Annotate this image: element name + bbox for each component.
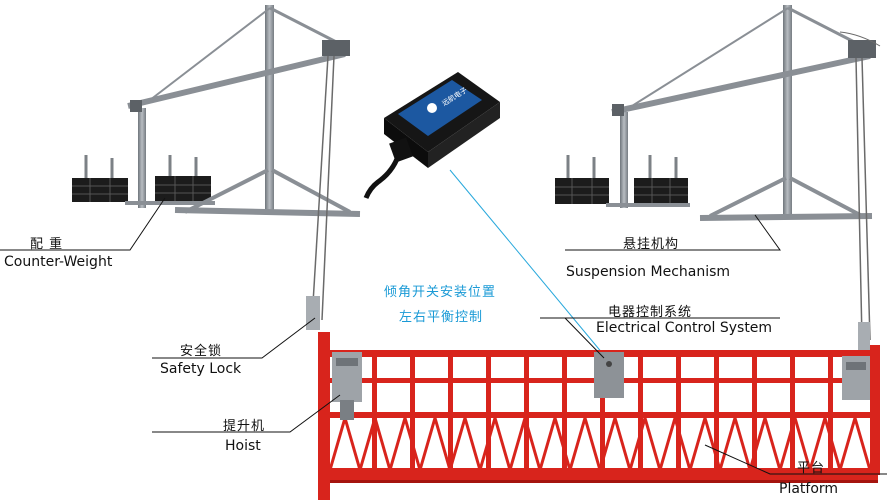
truss-member [808,412,842,471]
right-safety-lock [858,322,870,350]
counter-weight-label-en: Counter-Weight [4,254,113,270]
platform-post [676,350,681,475]
right-suspension-mechanism [555,5,881,341]
truss-member [328,412,362,471]
truss-member [508,412,542,471]
truss-member [478,412,512,471]
electrical-label-zh: 电器控制系统 [608,305,693,320]
platform-post [486,350,491,475]
suspension-label-en: Suspension Mechanism [566,264,731,280]
truss-member [628,412,662,471]
truss-member [718,412,752,471]
safety-lock-label-zh: 安全锁 [180,344,223,359]
truss-member [418,412,452,471]
truss-member [658,412,692,471]
left-hoist [332,352,362,420]
platform-post [790,350,795,475]
platform-posts [372,350,833,475]
right-hoist [842,356,870,400]
truss-member [748,412,782,471]
tilt-switch-note-line2: 左右平衡控制 [399,310,484,325]
platform-post [448,350,453,475]
truss-member [838,412,872,471]
truss-member [568,412,602,471]
leader-lines [0,197,887,475]
right-counterweight [555,155,688,204]
truss-member [448,412,482,471]
left-suspension-mechanism [72,5,361,321]
platform-post [600,350,605,475]
left-safety-lock [306,296,320,330]
tilt-switch-sensor: 远航电子 [363,72,500,199]
left-counterweight [72,155,211,202]
truss-member [538,412,572,471]
platform [306,296,880,500]
truss-member [358,412,392,471]
hoist-label-zh: 提升机 [223,419,266,434]
platform-label-en: Platform [779,481,839,497]
platform-post [372,350,377,475]
guide-line [449,169,609,361]
platform-truss [328,412,872,471]
truss-member [778,412,812,471]
platform-post [828,350,833,475]
truss-member [598,412,632,471]
safety-lock-label-en: Safety Lock [160,361,242,377]
suspension-label-zh: 悬挂机构 [623,237,680,252]
platform-post [638,350,643,475]
electrical-control-box [594,352,624,398]
platform-label-zh: 平台 [797,461,826,476]
platform-post [410,350,415,475]
truss-member [688,412,722,471]
hoist-label-en: Hoist [225,438,261,454]
platform-post [562,350,567,475]
counter-weight-label-zh: 配 重 [30,237,64,252]
electrical-label-en: Electrical Control System [596,320,773,336]
truss-member [388,412,422,471]
platform-post [714,350,719,475]
platform-post [524,350,529,475]
tilt-switch-note-line1: 倾角开关安装位置 [384,285,497,300]
platform-post [752,350,757,475]
